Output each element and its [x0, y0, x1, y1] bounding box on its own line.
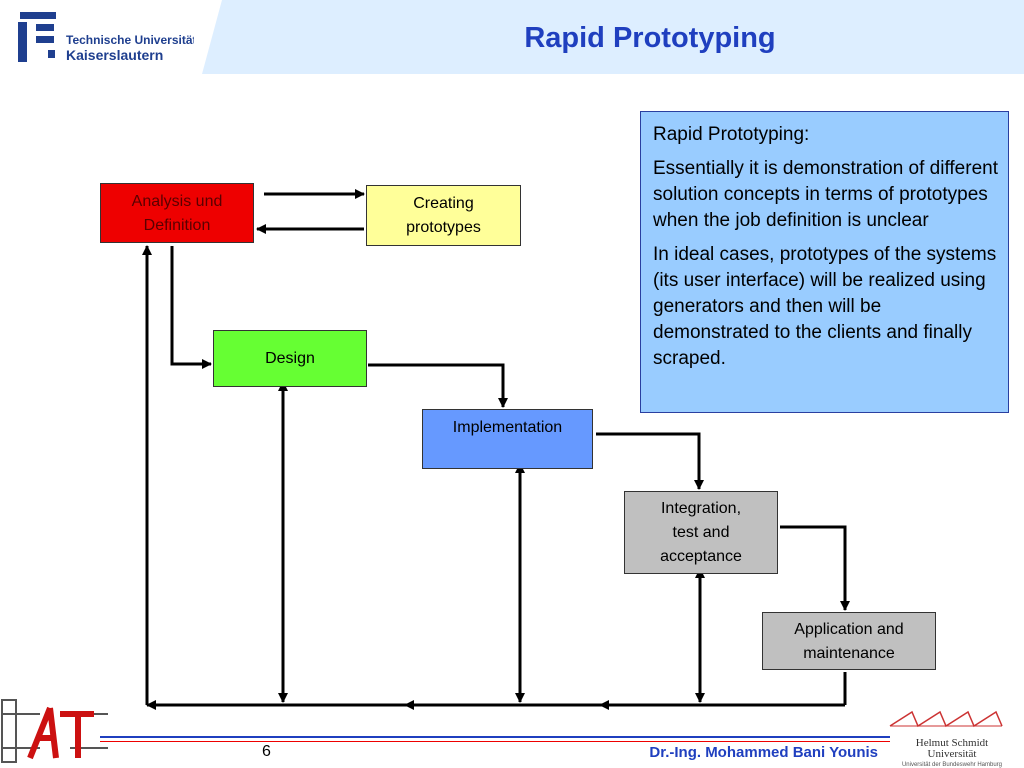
box-label-line: maintenance — [803, 645, 895, 662]
box-label-line: acceptance — [660, 548, 742, 565]
box-label-line: Creating — [413, 195, 474, 212]
box-label-line: Design — [265, 350, 315, 367]
hsu-logo-line2: Universität — [928, 748, 977, 760]
box-design: Design — [213, 330, 367, 387]
hsu-logo: Helmut Schmidt Universität Universität d… — [889, 710, 1003, 768]
logo-text-line2: Kaiserslautern — [66, 47, 163, 63]
arrow-integration-to-application — [780, 525, 850, 611]
box-label-line: Analysis und — [131, 193, 223, 210]
explanation-note: Rapid Prototyping: Essentially it is dem… — [640, 111, 1009, 413]
footer-rule-blue — [100, 736, 890, 738]
arrow-design-to-implementation — [368, 363, 508, 408]
box-label-line: Integration, — [660, 500, 742, 517]
author-name: Dr.-Ing. Mohammed Bani Younis — [649, 744, 878, 761]
box-integration-test-acceptance: Integration, test and acceptance — [624, 491, 778, 574]
note-heading: Rapid Prototyping: — [653, 124, 810, 145]
box-implementation: Implementation — [422, 409, 593, 469]
arrow-analysis-to-design — [170, 246, 212, 369]
page-number: 6 — [262, 743, 271, 760]
header-band — [202, 0, 1024, 74]
tu-kaiserslautern-logo: Technische Universität Kaiserslautern — [18, 12, 194, 63]
box-label-line: Implementation — [452, 419, 563, 436]
hsu-logo-line3: Universität der Bundeswehr Hamburg — [902, 762, 1002, 768]
note-paragraph-2: In ideal cases, prototypes of the system… — [653, 244, 997, 369]
box-label-line: test and — [672, 524, 730, 541]
box-label-line: prototypes — [406, 219, 481, 236]
footer-rule-red — [100, 741, 890, 742]
box-label-line: Definition — [143, 217, 211, 234]
hsu-logo-line1: Helmut Schmidt — [916, 737, 988, 749]
page-title: Rapid Prototyping — [524, 22, 776, 54]
note-paragraph-1: Essentially it is demonstration of diffe… — [653, 158, 998, 231]
box-creating-prototypes: Creating prototypes — [366, 185, 521, 246]
box-label-line: Application and — [794, 621, 904, 638]
box-analysis-definition: Analysis und Definition — [100, 183, 254, 243]
box-application-maintenance: Application and maintenance — [762, 612, 936, 670]
logo-text-line1: Technische Universität — [66, 33, 194, 47]
ft-logo — [1, 699, 108, 763]
arrow-implementation-to-integration — [596, 432, 704, 490]
